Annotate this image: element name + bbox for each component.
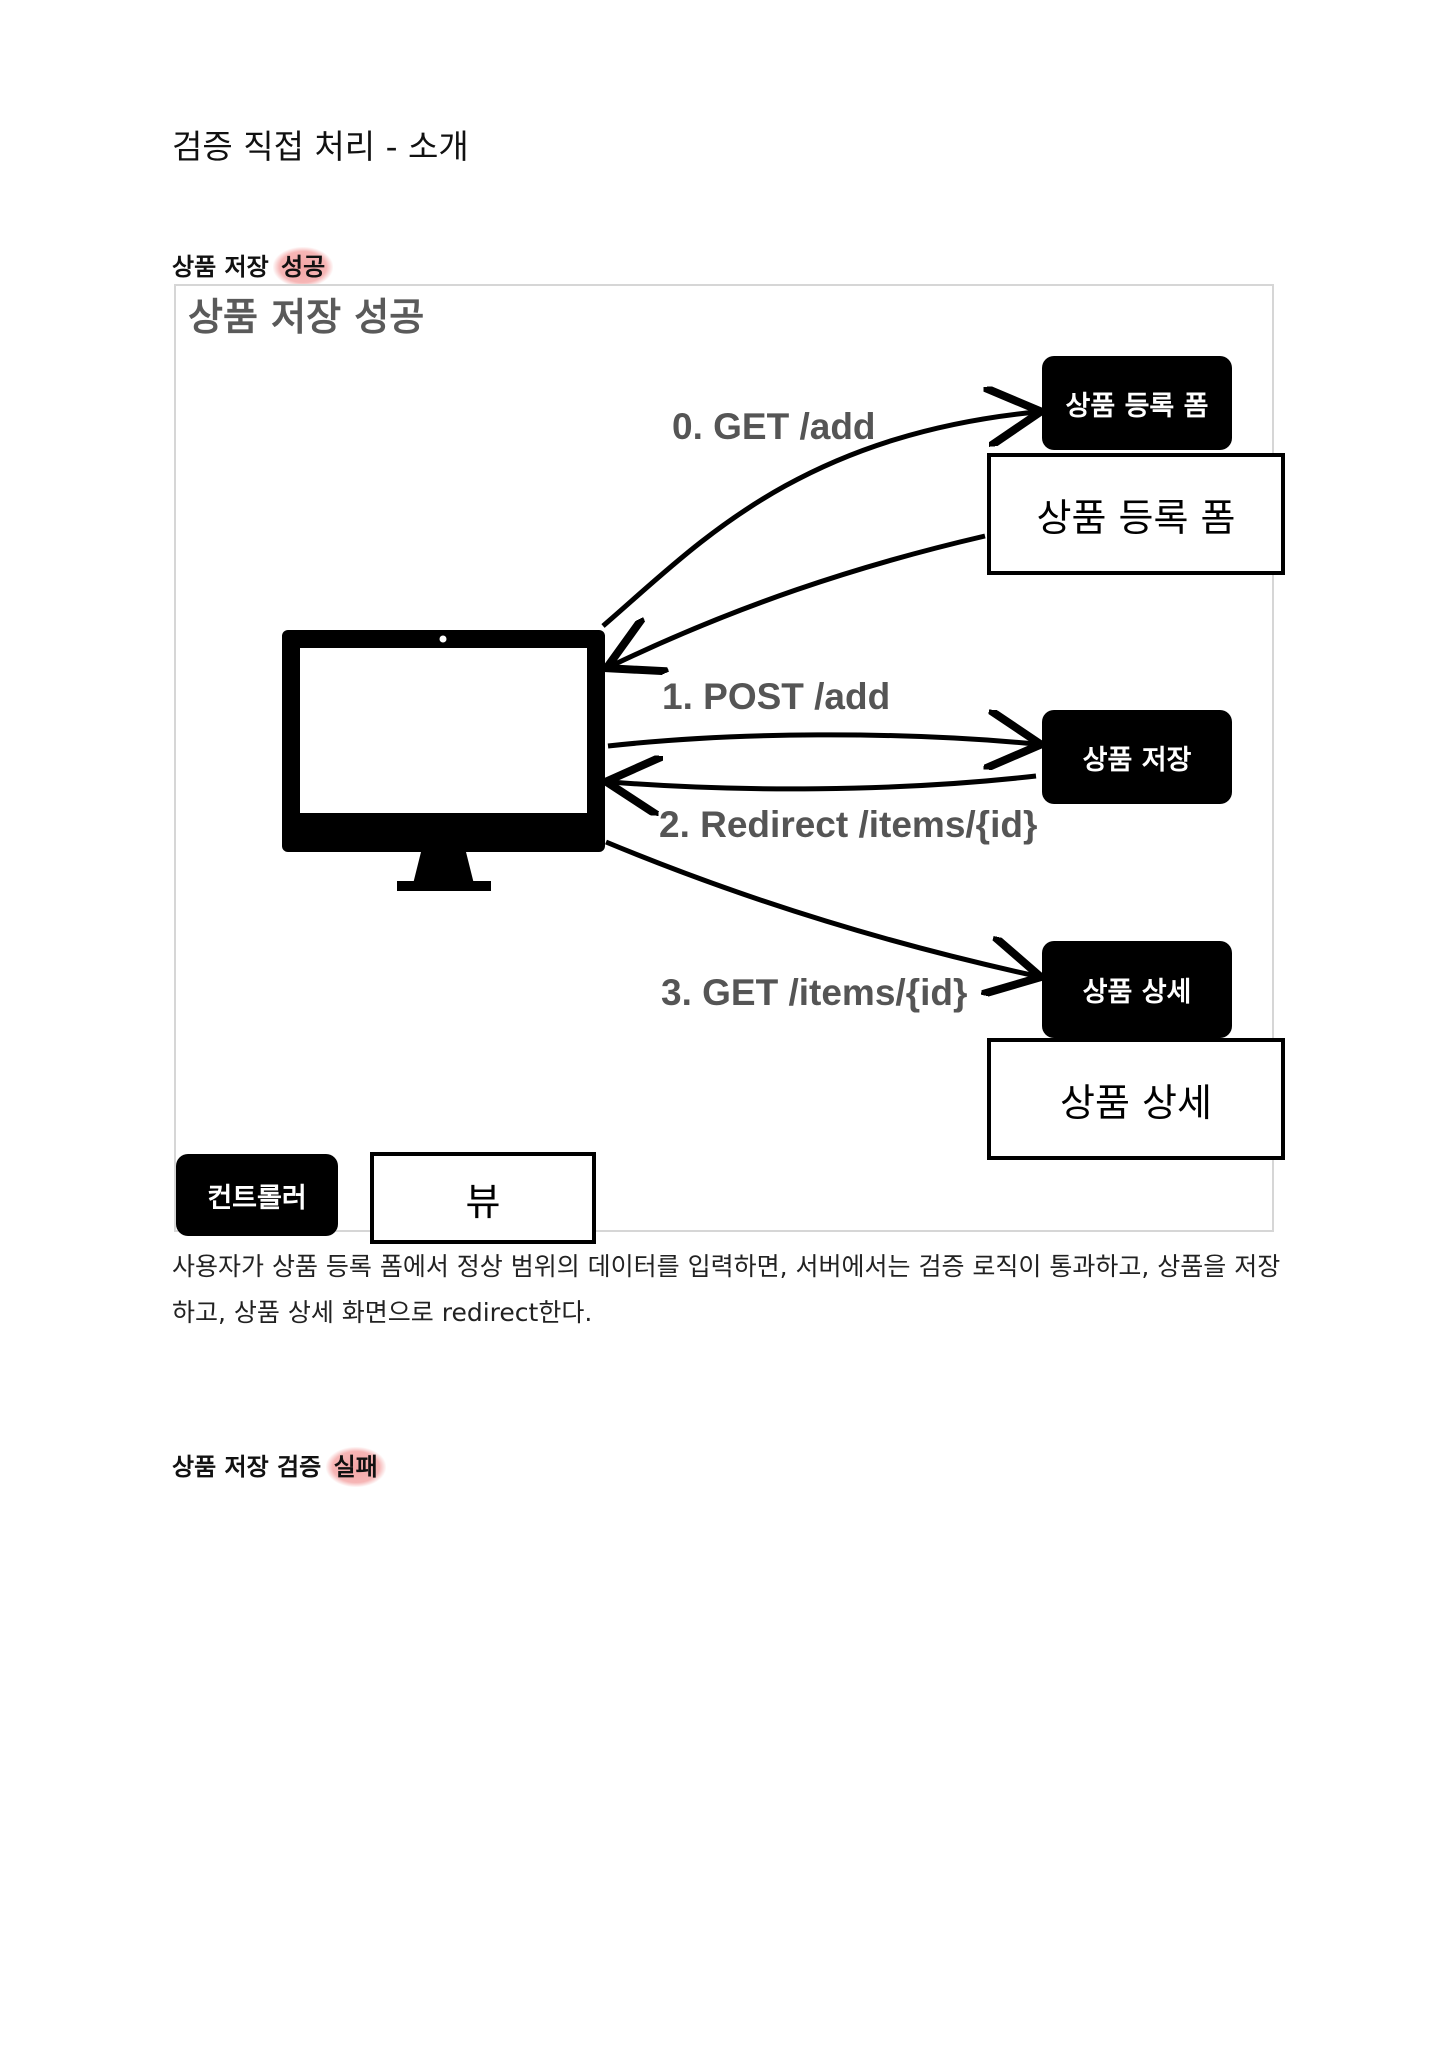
- section-heading-failure: 상품 저장 검증 실패: [172, 1447, 386, 1487]
- section-heading-success-prefix: 상품 저장: [172, 253, 269, 281]
- label-redirect: 2. Redirect /items/{id}: [659, 804, 1038, 845]
- view-add-form: 상품 등록 폼: [987, 453, 1285, 575]
- page-title: 검증 직접 처리 - 소개: [172, 127, 469, 166]
- section-heading-success: 상품 저장 성공: [172, 247, 334, 287]
- controller-add-form: 상품 등록 폼: [1042, 356, 1232, 450]
- arrow-post-add: [607, 735, 1036, 746]
- arrow-form-return: [611, 533, 986, 666]
- label-post-add: 1. POST /add: [662, 676, 891, 717]
- section-heading-failure-prefix: 상품 저장 검증: [172, 1453, 322, 1481]
- diagram-title: 상품 저장 성공: [188, 295, 425, 339]
- label-get-item: 3. GET /items/{id}: [661, 972, 968, 1013]
- controller-detail: 상품 상세: [1042, 941, 1232, 1038]
- highlight-success: 성공: [273, 247, 334, 287]
- legend-controller: 컨트롤러: [176, 1154, 338, 1236]
- arrow-redirect: [611, 776, 1037, 789]
- computer-monitor-icon: [282, 630, 605, 891]
- diagram-graphics: [282, 286, 1276, 1234]
- controller-save: 상품 저장: [1042, 710, 1232, 804]
- highlight-failure: 실패: [325, 1447, 386, 1487]
- success-flow-diagram: 상품 저장 성공 0. GET /add 1. POST /add 2. Red…: [174, 284, 1285, 1244]
- description-paragraph: 사용자가 상품 등록 폼에서 정상 범위의 데이터를 입력하면, 서버에서는 검…: [172, 1252, 1281, 1327]
- arrow-get-item: [605, 839, 1036, 976]
- legend-view: 뷰: [370, 1152, 596, 1244]
- arrow-get-add: [601, 412, 1036, 628]
- label-get-add: 0. GET /add: [672, 406, 876, 447]
- view-detail: 상품 상세: [987, 1038, 1285, 1160]
